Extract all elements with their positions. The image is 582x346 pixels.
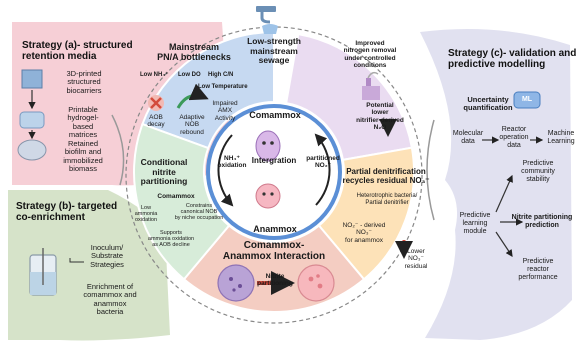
strategy-a-item-2: Printable hydrogel- based matrices [67, 105, 99, 140]
conditional-title: Conditional nitrite partitioning [140, 157, 188, 187]
center-partitioned-no2: partitioned NO₂⁻ [306, 155, 340, 170]
connector-c [426, 119, 435, 221]
cycle-arrow-left [217, 134, 234, 207]
conditional-item-2: Constrains canonical NOB by niche occupa… [174, 203, 224, 222]
comammox-cell-bottom-icon [217, 264, 255, 302]
inner-circle [206, 104, 342, 240]
ml-label: ML [521, 96, 533, 103]
hydrogel-icon [19, 111, 45, 129]
machine-learning-label: Machine Learning [547, 130, 575, 145]
strategy-b-panel [8, 190, 170, 341]
mainstream-title: Mainstream PN/A bottlenecks [157, 42, 231, 63]
effect-nob-rebound: Adaptive NOB rebound [179, 114, 205, 136]
sewage-source-label: Low-strength mainstream sewage [247, 36, 301, 66]
condition-low-temp: Low Temperature [198, 84, 248, 90]
center-nh4-oxidation: NH₄⁺ oxidation [217, 155, 247, 170]
uncertainty-label: Uncertainty quantification [463, 95, 513, 113]
interaction-title: Comammox- Anammox Interaction [222, 240, 326, 263]
reactor-performance-label: Predictive reactor performance [518, 258, 558, 281]
anammox-cell-bottom-icon [297, 264, 335, 302]
center-integration: Intergration [251, 156, 297, 165]
molecular-data-label: Molecular data [452, 130, 484, 145]
ml-badge-icon [513, 91, 541, 109]
nitrite-prediction-label: Nitrite partitioning prediction [511, 214, 573, 229]
lower-n2o-label: Potential lower nitrifier-derived N₂O [356, 102, 404, 131]
strategy-b-title: Strategy (b)- targeted co-enrichment [16, 201, 118, 224]
interaction-arrow-label: Nitrite partitioning [257, 273, 293, 288]
connector-a [111, 114, 125, 186]
biocarrier-icon [21, 69, 43, 89]
reactor-data-label: Reactor operation data [499, 126, 529, 149]
anammox-cell-icon [255, 183, 281, 209]
condition-low-do: Low DO [178, 72, 201, 78]
cycle-arrow-right [314, 133, 331, 206]
biofilm-icon [17, 139, 47, 161]
strategy-a-item-1: 3D-printed structured biocarriers [66, 69, 102, 95]
strategy-c-title: Strategy (c)- validation and predictive … [448, 48, 577, 71]
conditional-sub: Comammox [157, 193, 195, 200]
conditional-item-1: Low ammonia oxidation [134, 205, 158, 224]
conditional-item-3: Supports ammonia oxidation as AOB declin… [147, 230, 195, 249]
partial-title: Partial denitrification recycles residua… [342, 167, 430, 185]
improved-removal-label: Improved nitrogen removal under controll… [343, 40, 397, 69]
condition-low-nh4: Low NH₄⁺ [140, 72, 169, 78]
reactor-icon [29, 248, 57, 296]
strategy-c-panel [420, 28, 572, 340]
comammox-cell-icon [255, 130, 281, 162]
predictive-module-label: Predictive learning module [459, 212, 491, 235]
effect-amx-activity: Impaired AMX Activity [212, 100, 238, 122]
condition-high-cn: High C/N [208, 72, 234, 78]
adaptive-arrow-icon [176, 83, 209, 109]
community-stability-label: Predictive community stability [521, 160, 555, 183]
strategy-a-item-3: Retained biofilm and immobilized biomass [63, 139, 103, 174]
dashed-ring [125, 26, 423, 324]
effect-aob-decay: AOB decay [147, 114, 165, 129]
partial-sub: Heterotrophic bacteria/ Partial denitrif… [356, 193, 418, 206]
strategy-b-item-2: Enrichment of comammox and anammox bacte… [83, 282, 137, 317]
strategy-a-title: Strategy (a)- structured retention media [22, 40, 133, 63]
center-anammox: Anammox [253, 224, 297, 234]
n2o-plant-icon [362, 71, 380, 100]
sector-conditional [133, 122, 231, 281]
sewage-source-icon [256, 6, 278, 34]
strategy-c-arrows [482, 136, 544, 257]
partial-item-1: NO₂⁻ - derived NO₃⁻ for anammox [342, 222, 386, 244]
center-comammox: Comammox [249, 110, 301, 120]
partial-item-2: Lower NO₃⁻ residual [404, 248, 428, 270]
strategy-b-item-1: Inoculum/ Substrate Strategies [90, 243, 124, 269]
